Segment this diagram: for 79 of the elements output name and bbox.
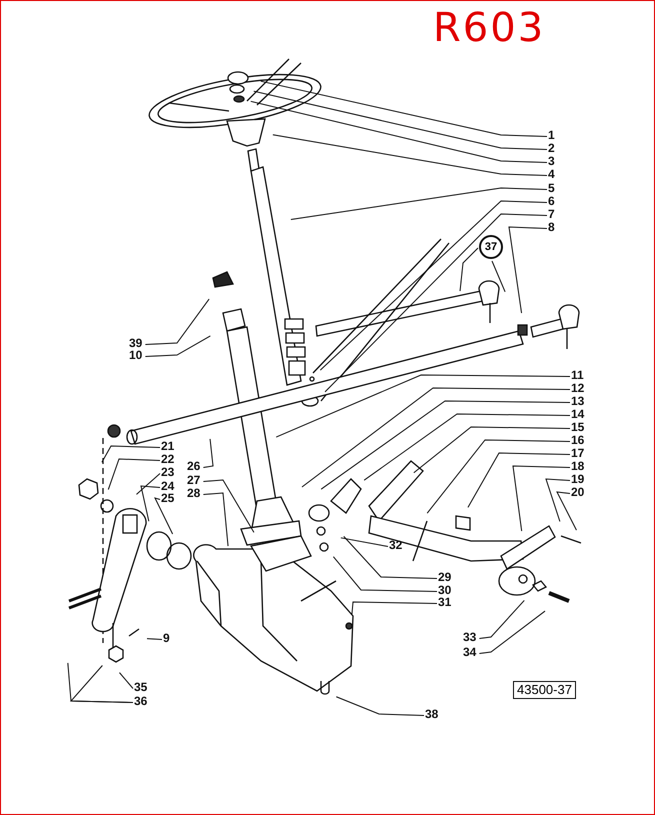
callout-number: 8 bbox=[548, 221, 555, 234]
callout-number: 28 bbox=[187, 487, 200, 500]
callout-number: 34 bbox=[463, 646, 476, 659]
leader-line bbox=[202, 492, 229, 547]
callout-number: 33 bbox=[463, 631, 476, 644]
leader-line bbox=[512, 465, 570, 532]
callout-number: 19 bbox=[571, 473, 584, 486]
leader-line bbox=[492, 260, 506, 292]
leader-line bbox=[290, 188, 548, 220]
callout-number: 15 bbox=[571, 421, 584, 434]
callout-number: 39 bbox=[129, 337, 142, 350]
leader-line bbox=[250, 100, 548, 163]
callout-number: 37 bbox=[479, 235, 503, 259]
leader-line bbox=[324, 214, 548, 392]
callout-number: 9 bbox=[163, 632, 170, 645]
leader-line bbox=[467, 452, 570, 508]
callout-number: 10 bbox=[129, 349, 142, 362]
callout-number: 5 bbox=[548, 182, 555, 195]
leader-line bbox=[351, 602, 438, 616]
leader-line bbox=[101, 446, 160, 463]
leader-line bbox=[253, 90, 548, 150]
leader-line bbox=[340, 537, 388, 547]
leader-line bbox=[460, 248, 478, 292]
callout-number: 27 bbox=[187, 474, 200, 487]
callout-number: 25 bbox=[161, 492, 174, 505]
leader-line bbox=[118, 672, 134, 689]
callout-number: 24 bbox=[161, 480, 174, 493]
leader-line bbox=[154, 497, 174, 535]
callout-number: 38 bbox=[425, 708, 438, 721]
callout-number: 20 bbox=[571, 486, 584, 499]
leader-line bbox=[508, 226, 548, 314]
leader-line bbox=[320, 400, 570, 490]
callout-number: 29 bbox=[438, 571, 452, 584]
leader-line bbox=[146, 638, 162, 640]
leader-line bbox=[426, 440, 570, 514]
callout-number: 11 bbox=[571, 369, 584, 382]
callout-number: 12 bbox=[571, 382, 584, 395]
callout-number: 36 bbox=[134, 695, 148, 708]
leader-line bbox=[478, 600, 525, 639]
callout-number: 13 bbox=[571, 395, 584, 408]
leader-line bbox=[301, 388, 570, 488]
callout-number: 31 bbox=[438, 596, 452, 609]
callout-number: 14 bbox=[571, 408, 584, 421]
leader-line bbox=[144, 298, 210, 345]
leader-line bbox=[343, 536, 438, 579]
drawing-number: 43500-37 bbox=[513, 681, 576, 699]
callout-number: 21 bbox=[161, 440, 174, 453]
callout-number: 3 bbox=[548, 155, 555, 168]
leader-line bbox=[202, 438, 214, 468]
callout-number: 7 bbox=[548, 208, 555, 221]
leader-line bbox=[276, 374, 570, 438]
callout-number: 35 bbox=[134, 681, 148, 694]
leader-line bbox=[556, 491, 577, 531]
leader-line bbox=[260, 80, 548, 137]
leader-line bbox=[144, 335, 211, 357]
callout-number: 4 bbox=[548, 168, 555, 181]
leader-line bbox=[136, 473, 160, 495]
callout-number: 16 bbox=[571, 434, 584, 447]
callout-number: 30 bbox=[438, 584, 452, 597]
leader-line bbox=[413, 426, 570, 474]
leader-line bbox=[332, 556, 438, 592]
leader-line bbox=[336, 696, 424, 716]
handwritten-note: R603 bbox=[433, 5, 546, 51]
leader-line bbox=[320, 200, 548, 371]
callout-number: 6 bbox=[548, 195, 555, 208]
leader-line bbox=[545, 478, 570, 522]
leader-line bbox=[478, 610, 546, 654]
callout-number: 1 bbox=[548, 129, 555, 142]
callout-number: 2 bbox=[548, 142, 555, 155]
leader-line bbox=[108, 458, 160, 490]
leader-line bbox=[272, 134, 548, 176]
callout-number: 26 bbox=[187, 460, 200, 473]
callout-number: 18 bbox=[571, 460, 584, 473]
leader-line bbox=[364, 414, 570, 481]
leader-line bbox=[140, 485, 160, 522]
callout-number: 22 bbox=[161, 453, 174, 466]
leader-line bbox=[202, 479, 254, 533]
callout-number: 17 bbox=[571, 447, 584, 460]
callout-number: 23 bbox=[161, 466, 174, 479]
